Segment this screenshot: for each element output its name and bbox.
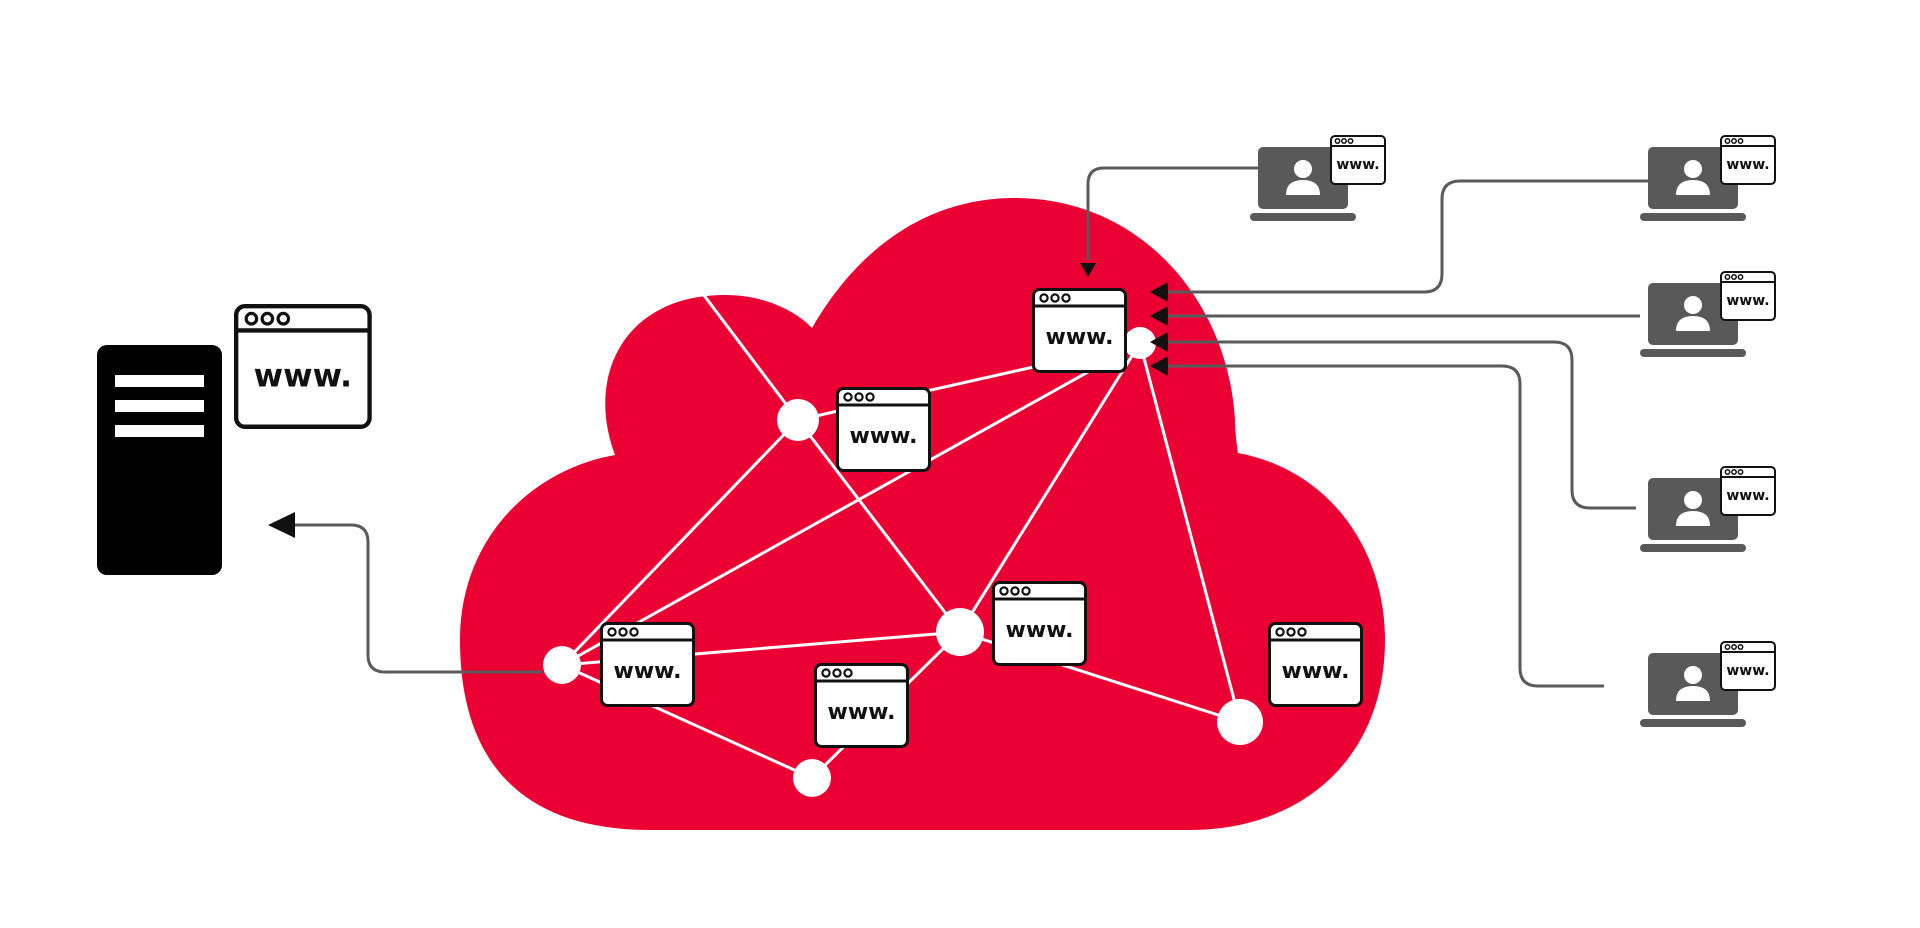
laptop-browser-window-icon: www. [1720, 135, 1776, 185]
network-link [561, 341, 1141, 667]
laptop-user-icon: www. [1640, 641, 1776, 727]
server-browser-window-icon: www. [236, 306, 369, 427]
browser-window-icon: www. [1032, 288, 1127, 373]
laptop-browser-window-icon: www. [1720, 641, 1776, 691]
laptop-browser-label: www. [1726, 663, 1769, 679]
network-link [796, 419, 962, 633]
network-node-icon [1217, 699, 1263, 745]
origin-connector [268, 512, 542, 674]
browser-window-icon: www. [836, 387, 931, 472]
network-node-icon [777, 399, 819, 441]
arrow-down-icon [1080, 263, 1096, 277]
laptop-user-icon: www. [1640, 466, 1776, 552]
network-link [560, 418, 800, 667]
browser-window-icon: www. [1268, 622, 1363, 707]
laptop-browser-label: www. [1726, 293, 1769, 309]
browser-label: www. [614, 659, 682, 684]
browser-label: www. [1006, 618, 1074, 643]
network-link [958, 342, 1142, 633]
network-link [698, 289, 800, 421]
browser-label: www. [850, 424, 918, 449]
browser-label: www. [828, 700, 896, 725]
arrow-left-icon [1150, 282, 1168, 302]
browser-window-icon: www. [992, 581, 1087, 666]
arrow-left-icon [1150, 332, 1168, 352]
network-node-icon [543, 646, 581, 684]
laptop-browser-label: www. [1336, 157, 1379, 173]
user-connector [1086, 166, 1258, 260]
laptop-browser-window-icon: www. [1720, 466, 1776, 516]
user-connectors [1086, 166, 1648, 688]
laptop-browser-label: www. [1726, 157, 1769, 173]
network-node-icon [936, 608, 984, 656]
user-connector [1168, 179, 1648, 294]
arrow-left-icon [1150, 306, 1168, 326]
network-nodes [543, 327, 1263, 797]
laptop-browser-window-icon: www. [1720, 271, 1776, 321]
network-node-icon [1124, 327, 1156, 359]
user-connector [1168, 340, 1636, 510]
laptop-user-icon: www. [1250, 135, 1386, 221]
arrow-left-icon [268, 512, 295, 538]
arrow-left-icon [1150, 356, 1168, 376]
browser-window-icon: www. [600, 622, 695, 707]
laptop-browser-label: www. [1726, 488, 1769, 504]
network-link [1138, 342, 1242, 723]
server-icon [97, 345, 222, 575]
network-node-icon [793, 759, 831, 797]
browser-label: www. [1282, 659, 1350, 684]
user-connector [1168, 364, 1604, 688]
user-arrows [1080, 263, 1168, 376]
laptop-user-icon: www. [1640, 135, 1776, 221]
laptop-browser-window-icon: www. [1330, 135, 1386, 185]
server-browser-label: www. [254, 356, 352, 394]
browser-label: www. [1046, 325, 1114, 350]
laptop-user-icon: www. [1640, 271, 1776, 357]
browser-window-icon: www. [814, 663, 909, 748]
